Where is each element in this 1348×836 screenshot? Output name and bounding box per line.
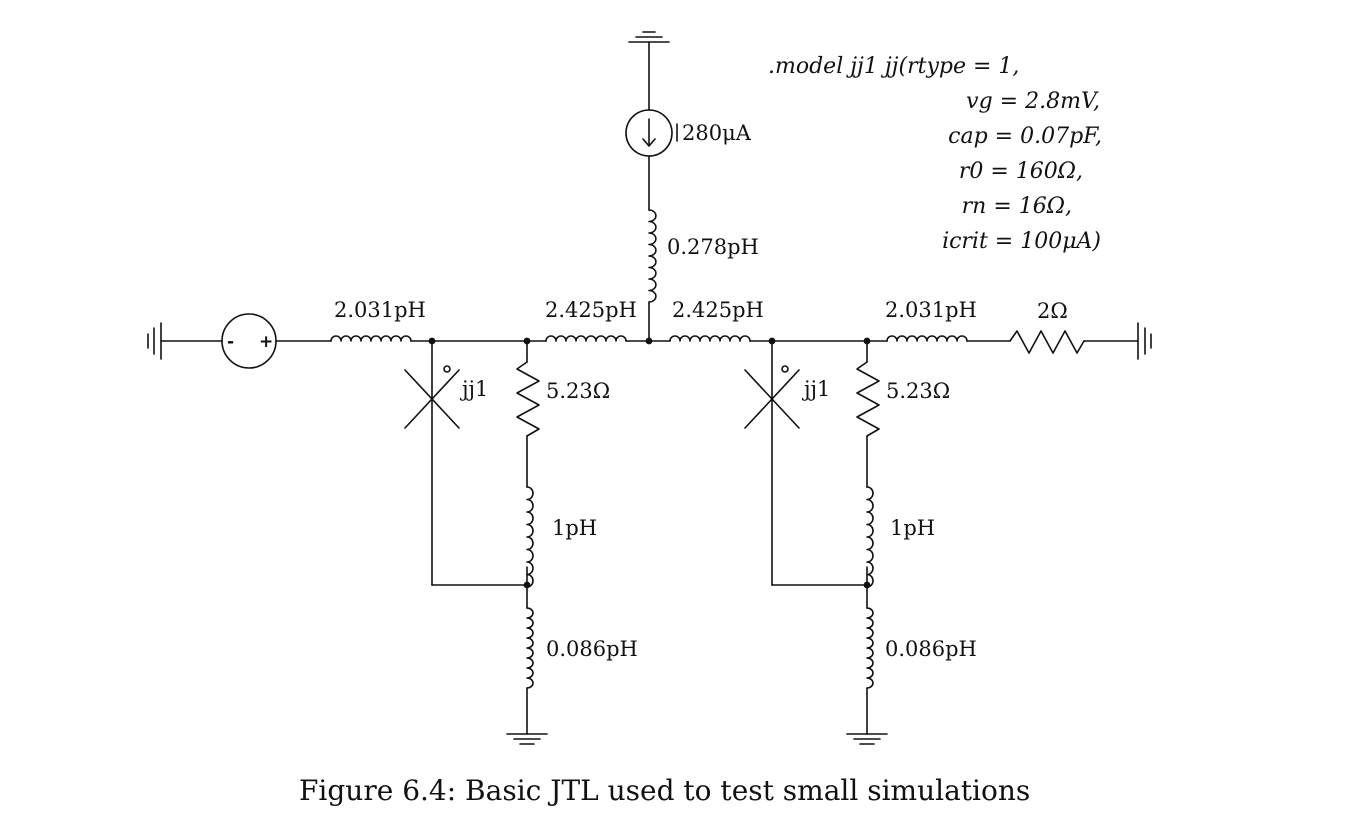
node-right-bottom: [863, 581, 871, 589]
inductor-ground-right-label: 0.086pH: [885, 637, 977, 661]
voltage-source-plus: +: [259, 332, 273, 352]
inductor-mid-right-label: 2.425pH: [672, 298, 764, 322]
model-line-6: icrit = 100μA): [942, 229, 1101, 254]
resistor-output-label: 2Ω: [1037, 299, 1068, 323]
right-ground-symbol: [1137, 322, 1152, 360]
inductor-shunt-right-label: 1pH: [890, 516, 935, 540]
inductor-mid-left: [545, 335, 627, 342]
node-jj-right-top: [768, 337, 776, 345]
inductor-top-label: 0.278pH: [667, 235, 759, 259]
resistor-shunt-left: [516, 361, 540, 437]
node-center: [645, 337, 653, 345]
figure-caption: Figure 6.4: Basic JTL used to test small…: [299, 774, 1030, 807]
model-line-4: r0 = 160Ω,: [959, 159, 1083, 184]
inductor-mid-right: [669, 335, 751, 342]
josephson-junction-left: [404, 365, 460, 429]
resistor-shunt-left-label: 5.23Ω: [546, 379, 610, 403]
inductor-shunt-right: [866, 486, 874, 588]
inductor-ground-right: [866, 607, 874, 689]
top-ground-symbol: [628, 31, 670, 43]
jj-left-label: jj1: [459, 377, 488, 401]
inductor-output: [886, 335, 968, 342]
current-source-symbol: [625, 109, 678, 157]
model-line-2: vg = 2.8mV,: [966, 89, 1100, 114]
voltage-source-minus: -: [227, 332, 234, 352]
inductor-top: [648, 209, 657, 303]
node-shunt-left-top: [523, 337, 531, 345]
inductor-shunt-left: [526, 486, 534, 588]
node-shunt-right-top: [863, 337, 871, 345]
inductor-input: [330, 335, 412, 342]
bottom-left-ground-symbol: [506, 733, 548, 745]
left-ground-symbol: [147, 322, 162, 360]
node-jj-left-top: [428, 337, 436, 345]
node-left-bottom: [523, 581, 531, 589]
inductor-mid-left-label: 2.425pH: [545, 298, 637, 322]
model-line-1: .model jj1 jj(rtype = 1,: [768, 54, 1019, 79]
inductor-ground-left-label: 0.086pH: [546, 637, 638, 661]
inductor-output-label: 2.031pH: [885, 298, 977, 322]
resistor-output: [1009, 330, 1085, 354]
josephson-junction-right: [744, 365, 800, 429]
current-source-label: 280μA: [682, 121, 752, 145]
inductor-ground-left: [526, 607, 534, 689]
bottom-right-ground-symbol: [846, 733, 888, 745]
inductor-shunt-left-label: 1pH: [552, 516, 597, 540]
resistor-shunt-right-label: 5.23Ω: [886, 379, 950, 403]
model-line-3: cap = 0.07pF,: [948, 124, 1102, 149]
inductor-input-label: 2.031pH: [334, 298, 426, 322]
resistor-shunt-right: [856, 361, 880, 437]
jj-right-label: jj1: [801, 377, 830, 401]
model-line-5: rn = 16Ω,: [962, 194, 1072, 219]
